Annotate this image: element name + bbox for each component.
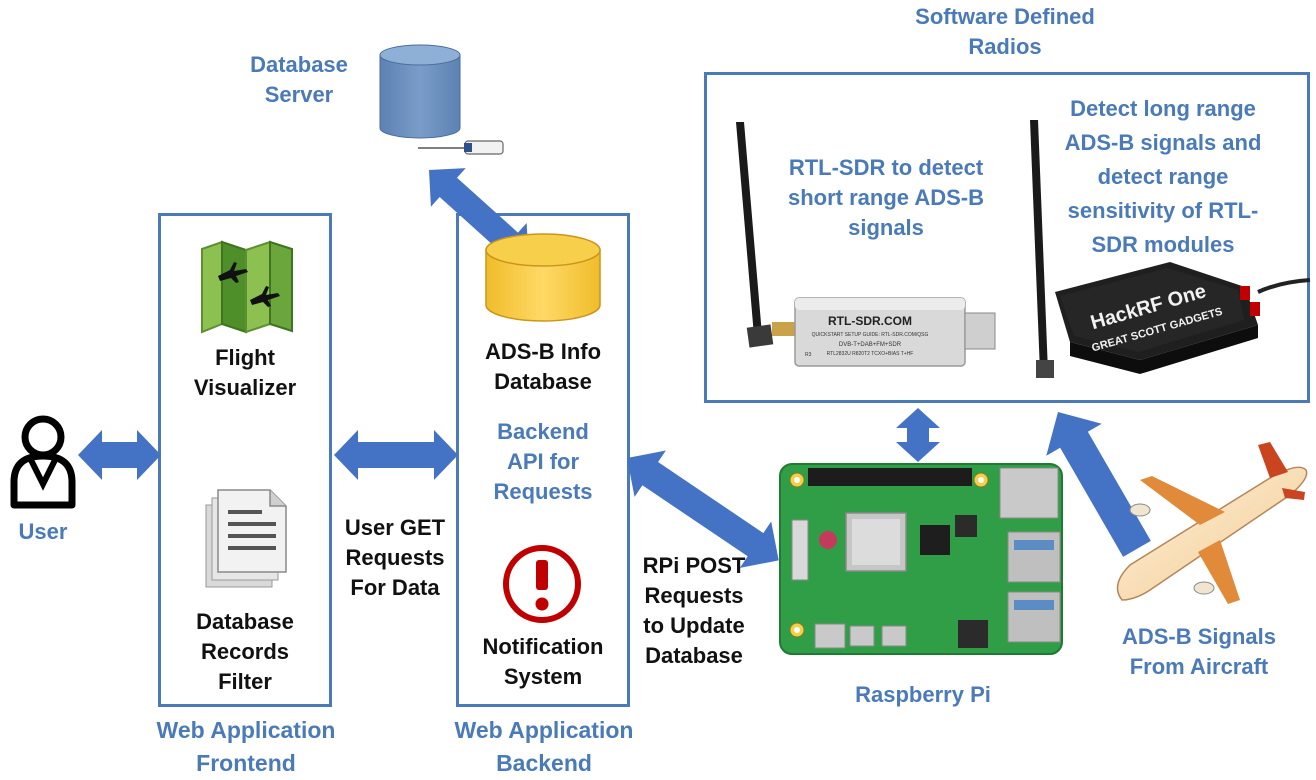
sdr-title: Software Defined Radios: [915, 4, 1095, 59]
svg-text:DVB-T+DAB+FM+SDR: DVB-T+DAB+FM+SDR: [839, 342, 902, 348]
rtl-description: RTL-SDR to detect short range ADS-B sign…: [788, 155, 984, 240]
hackrf-description: Detect long range ADS-B signals and dete…: [1064, 96, 1262, 257]
sdr-box: [704, 72, 1310, 403]
alert-icon: [503, 545, 581, 623]
rpi-post-label: RPi POST Requests to Update Database: [642, 553, 746, 668]
svg-text:QUICKSTART SETUP GUIDE: RTL-SD: QUICKSTART SETUP GUIDE: RTL-SDR.COM/QSG: [812, 332, 929, 338]
ads-db-label: ADS-B Info Database: [484, 339, 602, 394]
arrow-user-frontend: [78, 430, 161, 480]
backend-api-label: Backend API for Requests: [493, 419, 593, 504]
raspberry-pi-label: Raspberry Pi: [855, 682, 991, 707]
backend-label: Web Application Backend: [454, 717, 634, 776]
rtl-brand-text: RTL-SDR.COM: [828, 314, 912, 328]
airplane-icon: [1116, 442, 1308, 604]
ads-signals-label: ADS-B Signals From Aircraft: [1121, 624, 1277, 679]
notification-label: Notification System: [482, 634, 604, 689]
user-icon: [10, 415, 76, 509]
frontend-label: Web Application Frontend: [156, 717, 336, 776]
user-get-label: User GET Requests For Data: [344, 515, 446, 600]
db-filter-label: Database Records Filter: [196, 609, 294, 694]
frontend-box: [158, 213, 332, 707]
network-connector-icon: [418, 140, 504, 155]
hackrf-one-device: HackRF One GREAT SCOTT GADGETS: [1030, 120, 1311, 378]
database-cylinder-icon: [379, 44, 461, 139]
flight-visualizer-label: Flight Visualizer: [193, 345, 297, 400]
flight-map-icon: [201, 240, 293, 334]
backend-database-icon: [485, 233, 601, 322]
user-label: User: [18, 519, 68, 544]
svg-text:RTL2832U R820T2 TCXO+BIAS T+HF: RTL2832U R820T2 TCXO+BIAS T+HF: [827, 351, 914, 357]
document-stack-icon: [205, 489, 287, 588]
raspberry-pi-board: [779, 463, 1063, 655]
rtl-sdr-dongle: RTL-SDR.COM QUICKSTART SETUP GUIDE: RTL-…: [736, 122, 996, 367]
arrow-aircraft-sdr: [1046, 412, 1151, 557]
arrow-frontend-backend: [334, 430, 458, 480]
arrow-backend-rpi: [627, 450, 779, 568]
db-server-label: Database Server: [250, 52, 348, 107]
arrow-rpi-sdr: [896, 408, 940, 462]
svg-text:R3: R3: [805, 352, 812, 358]
